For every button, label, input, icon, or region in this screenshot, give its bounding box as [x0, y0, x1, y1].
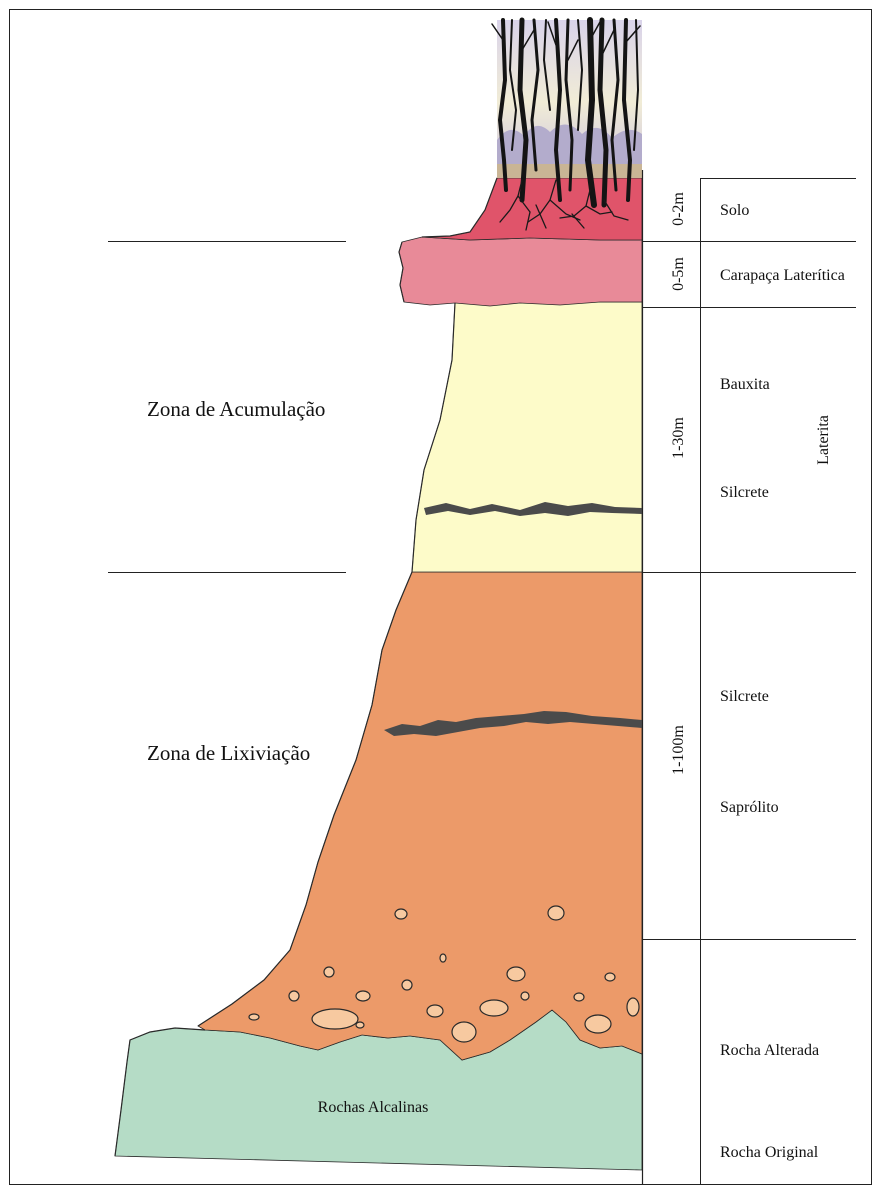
- clast: [395, 909, 407, 919]
- clast: [249, 1014, 259, 1020]
- clast: [585, 1015, 611, 1033]
- label-carapaca: Carapaça Laterítica: [720, 267, 845, 284]
- label-rocha-original: Rocha Original: [720, 1144, 819, 1161]
- clast: [521, 992, 529, 1000]
- label-saprolito: Saprólito: [720, 799, 779, 816]
- label-solo: Solo: [720, 202, 749, 219]
- thickness-saprolito: 1-100m: [670, 725, 687, 775]
- label-laterita: Laterita: [815, 415, 832, 465]
- tree-trunk: [588, 20, 594, 205]
- thickness-solo: 0-2m: [670, 192, 687, 226]
- zone-lixiviacao-label: Zona de Lixiviação: [147, 741, 310, 765]
- layer-carapaca: [399, 237, 642, 306]
- clast: [356, 1022, 364, 1028]
- clast: [289, 991, 299, 1001]
- zone-acumulacao-label: Zona de Acumulação: [147, 397, 325, 421]
- clast: [440, 954, 446, 962]
- clast: [627, 998, 639, 1016]
- clast: [574, 993, 584, 1001]
- layer-saprolito: [198, 572, 642, 1060]
- clast: [507, 967, 525, 981]
- label-silcrete-upper: Silcrete: [720, 484, 769, 501]
- clast: [312, 1009, 358, 1029]
- thickness-bauxita: 1-30m: [670, 417, 687, 459]
- label-bauxita: Bauxita: [720, 376, 770, 393]
- clast: [324, 967, 334, 977]
- clast: [480, 1000, 508, 1016]
- label-silcrete-lower: Silcrete: [720, 688, 769, 705]
- clast: [605, 973, 615, 981]
- clast: [402, 980, 412, 990]
- label-rocha-alterada: Rocha Alterada: [720, 1042, 819, 1059]
- layer-bauxita: [412, 302, 642, 572]
- clast: [452, 1022, 476, 1042]
- thickness-carapaca: 0-5m: [670, 257, 687, 291]
- clast: [548, 906, 564, 920]
- clast: [356, 991, 370, 1001]
- clast: [427, 1005, 443, 1017]
- label-rochas-alcalinas: Rochas Alcalinas: [318, 1099, 429, 1116]
